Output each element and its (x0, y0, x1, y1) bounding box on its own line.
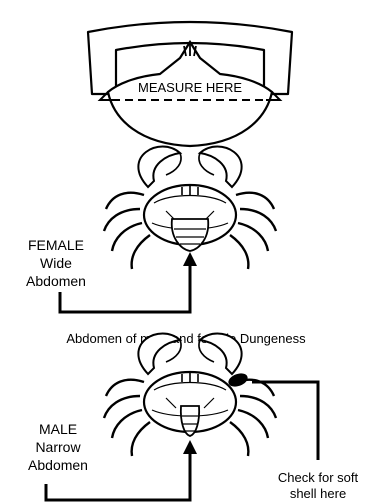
measure-here-label: MEASURE HERE (138, 80, 242, 95)
female-label-line1: FEMALE (28, 237, 84, 253)
female-wide-abdomen (172, 219, 209, 251)
male-label: MALE Narrow Abdomen (28, 421, 88, 473)
female-label-line2: Wide (40, 255, 72, 271)
female-label: FEMALE Wide Abdomen (26, 237, 86, 289)
soft-shell-pointer (252, 382, 318, 460)
male-label-line1: MALE (39, 421, 77, 437)
male-label-line3: Abdomen (28, 457, 88, 473)
male-crab-illustration (104, 334, 276, 457)
measuring-gauge: MEASURE HERE (88, 22, 292, 146)
male-label-line2: Narrow (35, 439, 81, 455)
soft-shell-label-line1: Check for soft (278, 470, 359, 485)
soft-shell-label: Check for soft shell here (278, 470, 359, 501)
soft-shell-label-line2: shell here (290, 486, 346, 501)
female-crab-illustration (104, 147, 276, 270)
female-label-line3: Abdomen (26, 273, 86, 289)
caption: Abdomen of male and female Dungeness (66, 331, 306, 346)
